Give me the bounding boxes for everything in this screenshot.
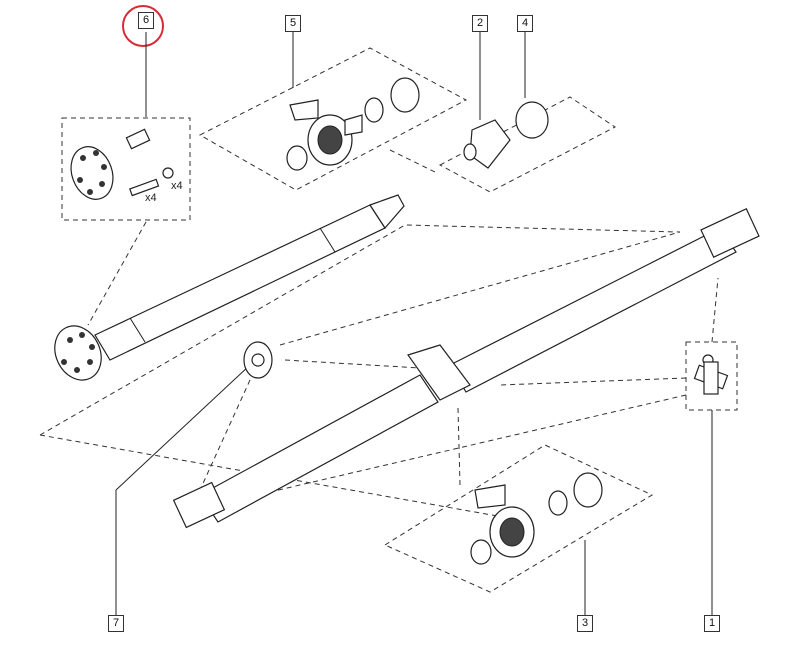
center-bearing-kit-3 xyxy=(470,472,603,565)
callout-6[interactable]: 6 xyxy=(138,12,154,29)
center-bearing-kit-5 xyxy=(286,77,420,171)
bolt-quantity: x4 xyxy=(145,192,157,204)
flange-2 xyxy=(463,119,511,169)
bush-4 xyxy=(515,101,549,139)
group-5-box xyxy=(198,47,468,191)
highlight-circle xyxy=(122,5,164,47)
nut-quantity: x4 xyxy=(171,180,183,192)
universal-joint xyxy=(693,354,729,395)
flex-coupling-kit xyxy=(70,128,174,200)
group-3-box xyxy=(383,444,654,593)
callout-3[interactable]: 3 xyxy=(577,615,593,632)
group-1-box xyxy=(685,341,738,411)
callout-1[interactable]: 1 xyxy=(704,615,720,632)
rear-shaft xyxy=(172,208,760,529)
callout-2[interactable]: 2 xyxy=(472,15,488,32)
front-shaft xyxy=(54,194,405,381)
group-4-box xyxy=(438,96,616,193)
callout-5[interactable]: 5 xyxy=(285,15,301,32)
group-6-box xyxy=(61,117,191,221)
callout-7[interactable]: 7 xyxy=(108,615,124,632)
callout-4[interactable]: 4 xyxy=(517,15,533,32)
